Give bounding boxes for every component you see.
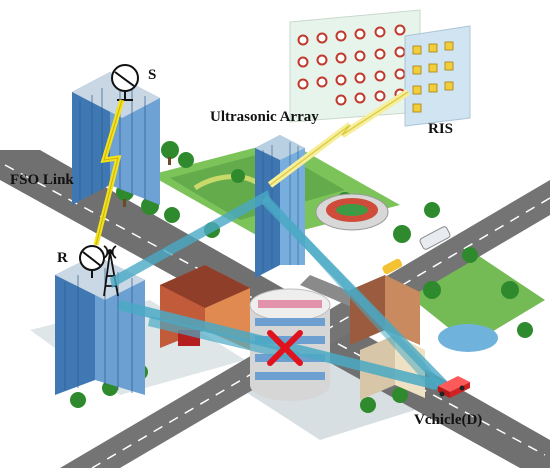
pond bbox=[438, 324, 498, 352]
bus bbox=[419, 226, 451, 250]
label-ultrasonic-array: Ultrasonic Array bbox=[210, 109, 319, 125]
label-source: S bbox=[148, 67, 156, 83]
label-fso-link: FSO Link bbox=[10, 172, 74, 188]
fso-beam bbox=[93, 89, 410, 246]
car-icon bbox=[438, 376, 470, 398]
building-r bbox=[55, 245, 145, 395]
link-r-to-tower bbox=[110, 190, 270, 288]
label-vehicle: Vchicle(D) bbox=[414, 412, 482, 428]
ris-panel-front bbox=[404, 25, 471, 127]
label-ris: RIS bbox=[428, 121, 453, 137]
satellite-dish-icon bbox=[111, 64, 139, 101]
stadium bbox=[315, 193, 389, 231]
rf-links bbox=[110, 190, 448, 390]
ris-panel-back bbox=[289, 9, 421, 123]
central-tower bbox=[255, 135, 305, 278]
cross-icon bbox=[267, 330, 303, 366]
label-relay: R bbox=[57, 250, 68, 266]
building-s bbox=[72, 64, 160, 205]
radio-tower-icon bbox=[103, 245, 119, 297]
taxi bbox=[382, 258, 403, 275]
